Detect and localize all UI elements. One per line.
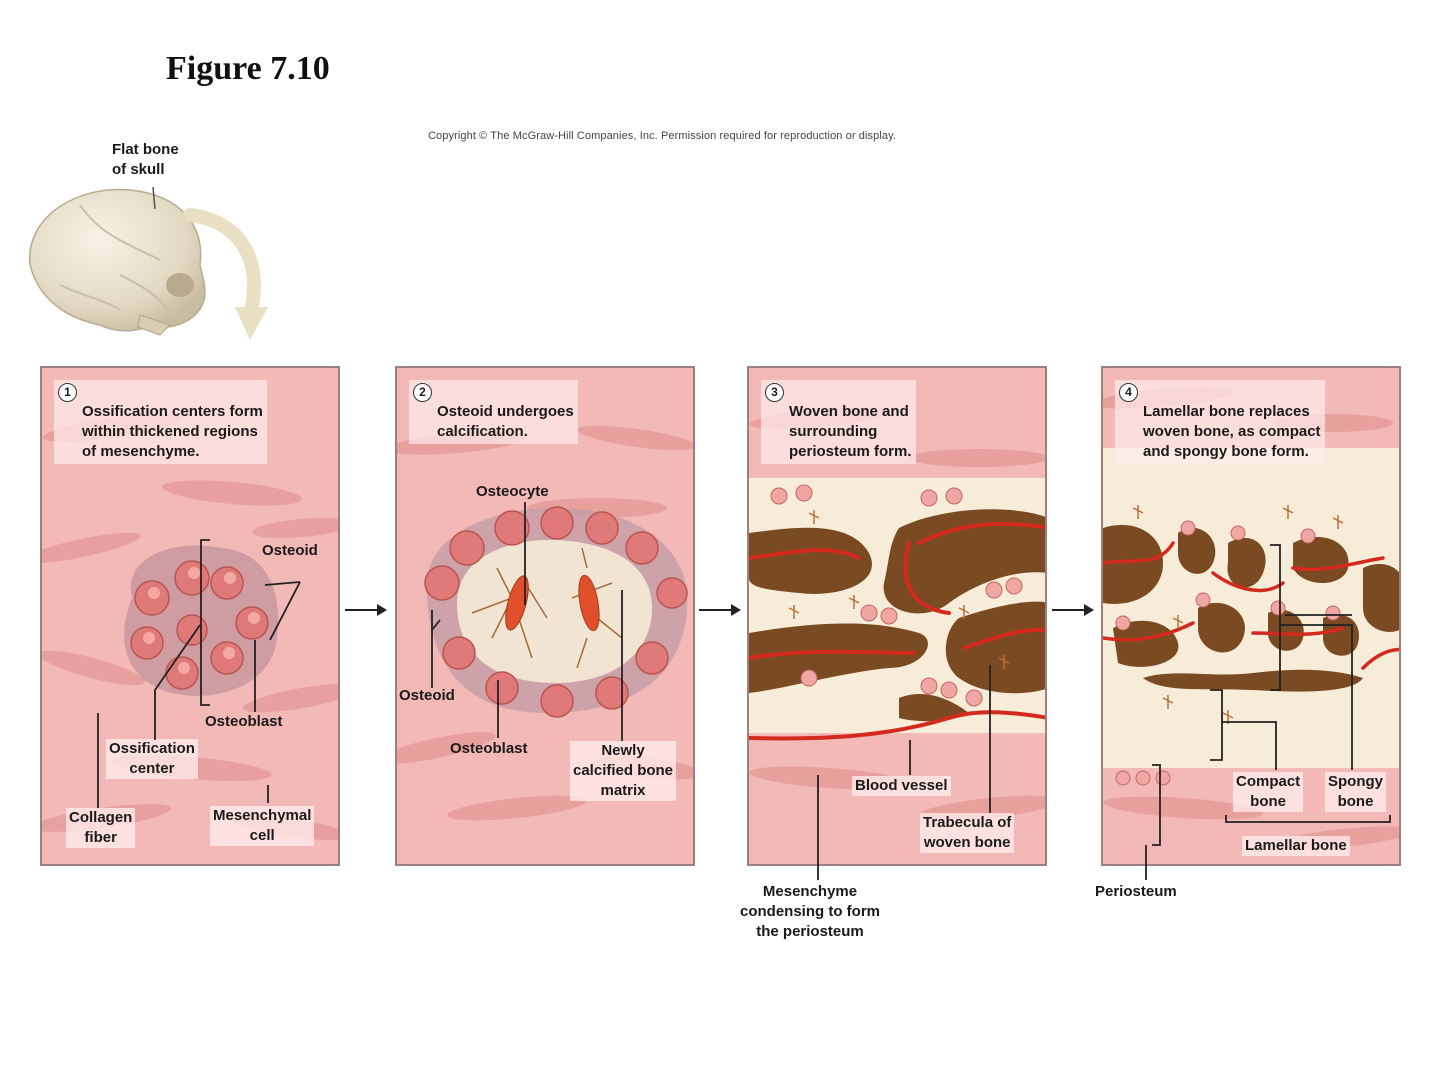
label-newly-calcified: Newly calcified bone matrix (570, 741, 676, 801)
label-ossification-center: Ossification center (106, 739, 198, 779)
label-lamellar-bone: Lamellar bone (1242, 836, 1350, 856)
label-spongy-bone: Spongy bone (1325, 772, 1386, 812)
label-osteocyte: Osteocyte (476, 482, 549, 502)
caption-text: Lamellar bone replaces woven bone, as co… (1143, 403, 1321, 460)
label-trabecula: Trabecula of woven bone (920, 813, 1014, 853)
label-osteoid-2: Osteoid (399, 686, 455, 706)
caption-text: Woven bone and surrounding periosteum fo… (789, 403, 912, 460)
skull-label: Flat bone of skull (112, 140, 179, 180)
figure-title: Figure 7.10 (166, 50, 330, 88)
step-number-1: 1 (58, 383, 77, 402)
arrow-3-4 (1050, 600, 1098, 620)
step-number-4: 4 (1119, 383, 1138, 402)
label-osteoblast-2: Osteoblast (450, 739, 528, 759)
arrow-2-3 (697, 600, 745, 620)
label-osteoblast-1: Osteoblast (205, 712, 283, 732)
label-periosteum: Periosteum (1095, 882, 1177, 902)
step-number-3: 3 (765, 383, 784, 402)
label-blood-vessel: Blood vessel (852, 776, 951, 796)
caption-text: Osteoid undergoes calcification. (437, 403, 574, 440)
label-mesenchymal-cell: Mesenchymal cell (210, 806, 314, 846)
label-mesenchyme: Mesenchyme condensing to form the perios… (740, 882, 880, 942)
label-osteoid-1: Osteoid (262, 541, 318, 561)
label-collagen-fiber: Collagen fiber (66, 808, 135, 848)
skull-illustration (20, 185, 280, 345)
step-number-2: 2 (413, 383, 432, 402)
label-compact-bone: Compact bone (1233, 772, 1303, 812)
copyright-notice: Copyright © The McGraw-Hill Companies, I… (428, 130, 896, 142)
caption-text: Ossification centers form within thicken… (82, 403, 263, 460)
arrow-1-2 (343, 600, 391, 620)
